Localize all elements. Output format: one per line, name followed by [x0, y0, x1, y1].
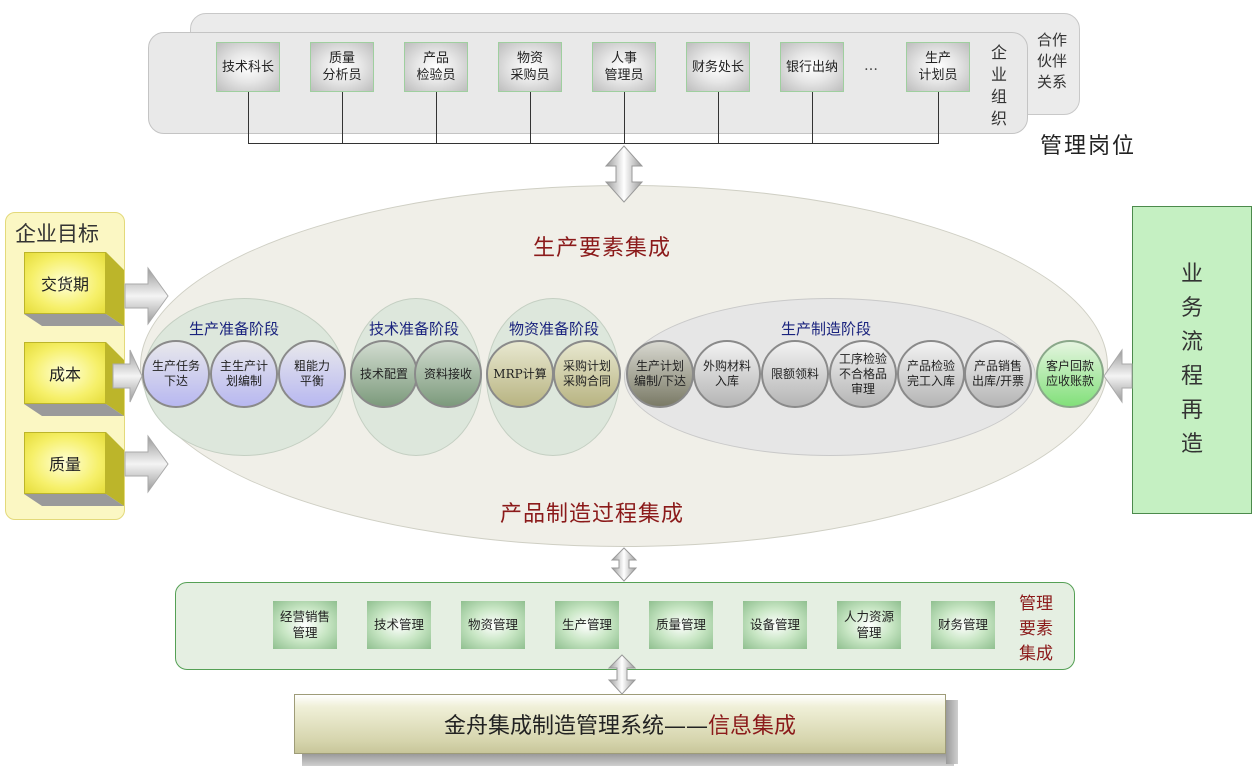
business-process-reengineering-box[interactable]: 业务流程再造: [1132, 206, 1252, 514]
process-step[interactable]: 粗能力 平衡: [278, 340, 346, 408]
goal-cube-quality[interactable]: 质量: [24, 432, 108, 506]
process-step[interactable]: 外购材料 入库: [693, 340, 761, 408]
enterprise-goals-title: 企业目标: [15, 222, 99, 246]
info-bar-shadow: [302, 754, 954, 766]
goal-label: 交货期: [24, 252, 106, 314]
arrow-right-icon: [124, 266, 169, 326]
management-module[interactable]: 人力资源 管理: [837, 601, 901, 649]
cube-side: [106, 252, 124, 506]
arrow-right-icon: [124, 434, 169, 494]
process-step[interactable]: 工序检验 不合格品 审理: [829, 340, 897, 408]
connector-line: [718, 92, 719, 143]
process-step[interactable]: 技术配置: [350, 340, 418, 408]
cube-bottom: [24, 314, 124, 506]
role-box[interactable]: 物资 采购员: [498, 42, 562, 92]
process-step[interactable]: 限额领料: [761, 340, 829, 408]
customer-payment-step[interactable]: 客户回款 应收账款: [1036, 340, 1104, 408]
role-box[interactable]: 质量 分析员: [310, 42, 374, 92]
process-step[interactable]: 产品检验 完工入库: [897, 340, 965, 408]
management-positions-label: 管理岗位: [1040, 134, 1137, 159]
connector-line: [624, 92, 625, 143]
management-module[interactable]: 技术管理: [367, 601, 431, 649]
connector-bus: [248, 143, 939, 144]
role-box[interactable]: 技术科长: [216, 42, 280, 92]
process-step[interactable]: 产品销售 出库/开票: [964, 340, 1032, 408]
partner-relationship-label: 合作 伙伴 关系: [1036, 31, 1067, 91]
connector-line: [436, 92, 437, 143]
information-integration-bar[interactable]: 金舟集成制造管理系统——信息集成: [294, 694, 946, 754]
stage-title: 物资准备阶段: [509, 320, 600, 338]
enterprise-org-label: 企 业 组 织: [990, 43, 1007, 128]
information-integration-label: 信息集成: [708, 714, 797, 739]
goal-label: 质量: [24, 432, 106, 494]
connector-line: [938, 92, 939, 143]
bpr-label: 业务流程再造: [1180, 262, 1203, 457]
role-box[interactable]: 产品 检验员: [404, 42, 468, 92]
arrow-left-icon: [1103, 348, 1133, 404]
role-box[interactable]: 人事 管理员: [592, 42, 656, 92]
stage-title: 生产准备阶段: [189, 320, 280, 338]
double-arrow-icon: [607, 654, 637, 695]
management-module[interactable]: 设备管理: [743, 601, 807, 649]
goal-cube-cost[interactable]: 成本: [24, 342, 108, 416]
system-name: 金舟集成制造管理系统——: [443, 714, 708, 739]
connector-line: [812, 92, 813, 143]
goal-label: 成本: [24, 342, 106, 404]
management-factor-integration-label: 管理 要素 集成: [1019, 594, 1053, 664]
connector-line: [530, 92, 531, 143]
management-module[interactable]: 质量管理: [649, 601, 713, 649]
more-roles-ellipsis: …: [864, 58, 878, 74]
double-arrow-icon: [610, 547, 638, 582]
enterprise-org-panel: [148, 32, 1028, 134]
management-module[interactable]: 经营销售 管理: [273, 601, 337, 649]
process-step[interactable]: 采购计划 采购合同: [553, 340, 621, 408]
production-factor-integration-title: 生产要素集成: [533, 236, 672, 261]
stage-title: 技术准备阶段: [369, 320, 460, 338]
management-module[interactable]: 生产管理: [555, 601, 619, 649]
process-step[interactable]: MRP计算: [486, 340, 554, 408]
double-arrow-icon: [604, 145, 644, 203]
stage-title: 生产制造阶段: [781, 320, 872, 338]
management-module[interactable]: 财务管理: [931, 601, 995, 649]
role-box[interactable]: 财务处长: [686, 42, 750, 92]
management-module[interactable]: 物资管理: [461, 601, 525, 649]
process-step[interactable]: 资料接收: [414, 340, 482, 408]
role-box[interactable]: 银行出纳: [780, 42, 844, 92]
info-bar-shadow: [946, 700, 958, 764]
process-step[interactable]: 生产任务 下达: [142, 340, 210, 408]
goal-cube-delivery[interactable]: 交货期: [24, 252, 108, 326]
manufacturing-process-integration-title: 产品制造过程集成: [500, 502, 685, 527]
process-step[interactable]: 主生产计 划编制: [210, 340, 278, 408]
connector-line: [248, 92, 249, 143]
connector-line: [342, 92, 343, 143]
arrow-right-icon: [112, 349, 143, 403]
role-box[interactable]: 生产 计划员: [906, 42, 970, 92]
